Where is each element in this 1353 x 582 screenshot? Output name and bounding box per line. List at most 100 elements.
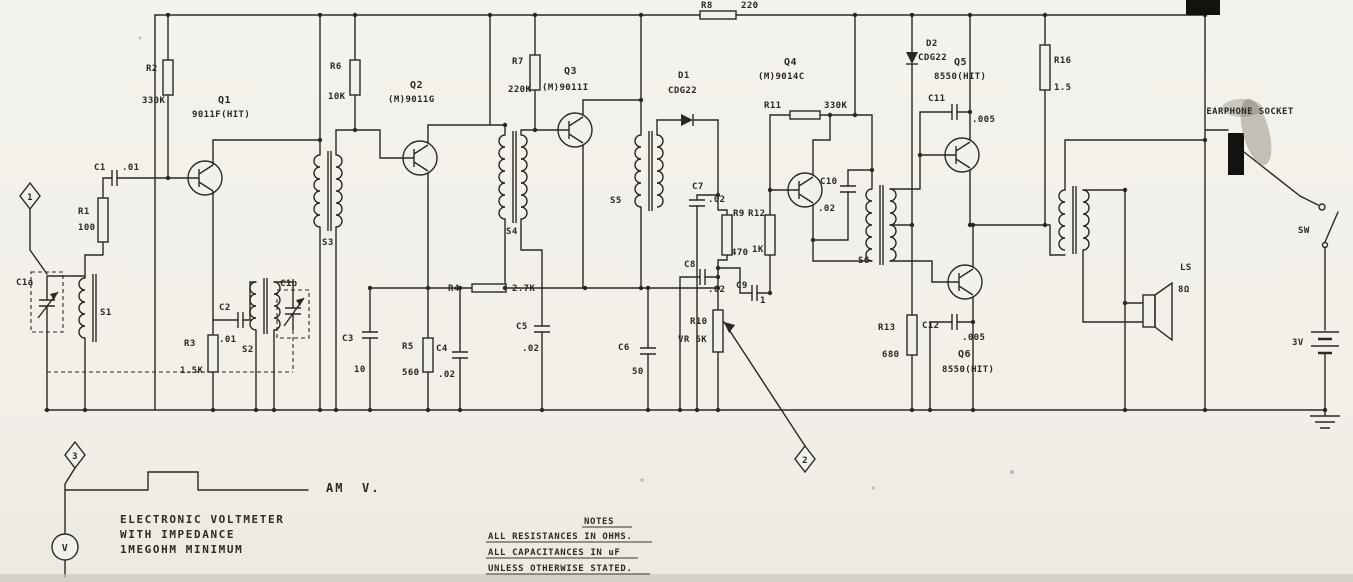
c10-value-label: .02 xyxy=(818,204,835,214)
d1-diode xyxy=(681,114,694,126)
s3-label: S3 xyxy=(322,238,334,248)
earphone-socket-symbol xyxy=(1228,133,1244,175)
testpoint-2-label: 2 xyxy=(802,456,808,466)
v-label: V. xyxy=(362,481,380,495)
c2-capacitor xyxy=(237,312,244,328)
diode-symbols xyxy=(681,52,918,126)
q1-transistor xyxy=(187,152,223,204)
c5-value-label: .02 xyxy=(522,344,539,354)
c1-ref-label: C1 xyxy=(94,163,106,173)
speaker-symbol xyxy=(1142,281,1173,342)
c6-value-label: 50 xyxy=(632,367,644,377)
speaker-value-label: 8Ω xyxy=(1178,285,1190,295)
c2-value-label: .01 xyxy=(219,335,236,345)
d2-value-label: CDG22 xyxy=(918,53,947,63)
testpoint-2-marker xyxy=(794,444,816,474)
voltmeter-glyph-label: V xyxy=(62,543,69,554)
voltmeter-note-line2: WITH IMPEDANCE xyxy=(120,528,235,541)
r10-wiper-arrow-icon xyxy=(724,322,735,333)
r2-ref-label: R2 xyxy=(146,64,158,74)
c11-ref-label: C11 xyxy=(928,94,945,104)
c8-ref-label: C8 xyxy=(684,260,696,270)
circuit-wires xyxy=(29,14,1339,578)
s1-transformer xyxy=(78,274,97,342)
r3-ref-label: R3 xyxy=(184,339,196,349)
c10-capacitor xyxy=(840,185,856,193)
q6-transistor xyxy=(947,264,983,300)
c7-value-label: .02 xyxy=(708,195,725,205)
c3-capacitor xyxy=(362,331,378,339)
notes-line3: UNLESS OTHERWISE STATED. xyxy=(488,564,632,574)
r2-resistor xyxy=(162,59,174,96)
c5-ref-label: C5 xyxy=(516,322,528,332)
notes-underlines xyxy=(486,526,652,575)
r5-resistor xyxy=(422,337,434,373)
r10-value-label: VR 5K xyxy=(678,335,707,345)
c8-capacitor xyxy=(699,269,706,285)
r8-ref-label: R8 xyxy=(701,1,713,11)
capacitor-symbols xyxy=(37,104,958,359)
c12-ref-label: C12 xyxy=(922,321,939,331)
junction-dots xyxy=(44,12,1328,413)
output-transformer xyxy=(1058,186,1090,254)
c4-capacitor xyxy=(452,351,468,359)
r13-value-label: 680 xyxy=(882,350,899,360)
q4-value-label: (M)9014C xyxy=(758,72,805,82)
r8-value-label: 220 xyxy=(741,1,758,11)
c3-value-label: 10 xyxy=(354,365,366,375)
transistor-symbols xyxy=(187,112,983,300)
r5-value-label: 560 xyxy=(402,368,419,378)
c1b-ref-label: C1b xyxy=(280,279,298,289)
c11-capacitor xyxy=(951,104,958,120)
c1a-arrow-icon xyxy=(50,292,58,300)
q3-transistor xyxy=(557,112,593,148)
c6-capacitor xyxy=(640,347,656,355)
c12-capacitor xyxy=(951,314,958,330)
q2-value-label: (M)9011G xyxy=(388,95,435,105)
c1-capacitor xyxy=(111,170,118,186)
d2-ref-label: D2 xyxy=(926,39,938,49)
r13-resistor xyxy=(906,314,918,356)
testpoint-3-marker xyxy=(64,440,86,470)
r5-ref-label: R5 xyxy=(402,342,414,352)
q5-transistor xyxy=(944,137,980,173)
c12-value-label: .005 xyxy=(962,333,985,343)
q1-value-label: 9011F(HIT) xyxy=(192,110,250,120)
c9-capacitor xyxy=(751,285,758,301)
speaker-ref-label: LS xyxy=(1180,263,1192,273)
r7-resistor xyxy=(529,54,541,91)
c1b-trimmer-box xyxy=(276,289,310,339)
switch-label: SW xyxy=(1298,226,1310,236)
s6-transformer xyxy=(865,185,897,265)
r6-ref-label: R6 xyxy=(330,62,342,72)
voltmeter-note-line1: ELECTRONIC VOLTMETER xyxy=(120,513,284,526)
notes-line1: ALL RESISTANCES IN OHMS. xyxy=(488,532,632,542)
r1-value-label: 100 xyxy=(78,223,95,233)
r6-value-label: 10K xyxy=(328,92,346,102)
c8-value-label: .02 xyxy=(708,285,725,295)
r1-resistor xyxy=(97,197,109,243)
c7-ref-label: C7 xyxy=(692,182,704,192)
r13-ref-label: R13 xyxy=(878,323,895,333)
transformer-symbols xyxy=(78,131,1090,342)
q6-value-label: 8550(HIT) xyxy=(942,365,994,375)
testpoint-1-label: 1 xyxy=(27,193,33,203)
switch-contact-icon xyxy=(1321,241,1329,249)
d1-ref-label: D1 xyxy=(678,71,690,81)
c11-value-label: .005 xyxy=(972,115,995,125)
c9-value-label: 1 xyxy=(760,296,766,306)
voltmeter-symbol xyxy=(51,533,79,561)
r10-ref-label: R10 xyxy=(690,317,707,327)
s3-transformer xyxy=(313,151,343,231)
s4-transformer xyxy=(498,131,528,223)
r9-ref-label: R9 xyxy=(733,209,745,219)
c6-ref-label: C6 xyxy=(618,343,630,353)
r16-resistor xyxy=(1039,44,1051,91)
notes-title: NOTES xyxy=(584,517,614,527)
q5-value-label: 8550(HIT) xyxy=(934,72,986,82)
r7-ref-label: R7 xyxy=(512,57,524,67)
c3-ref-label: C3 xyxy=(342,334,354,344)
